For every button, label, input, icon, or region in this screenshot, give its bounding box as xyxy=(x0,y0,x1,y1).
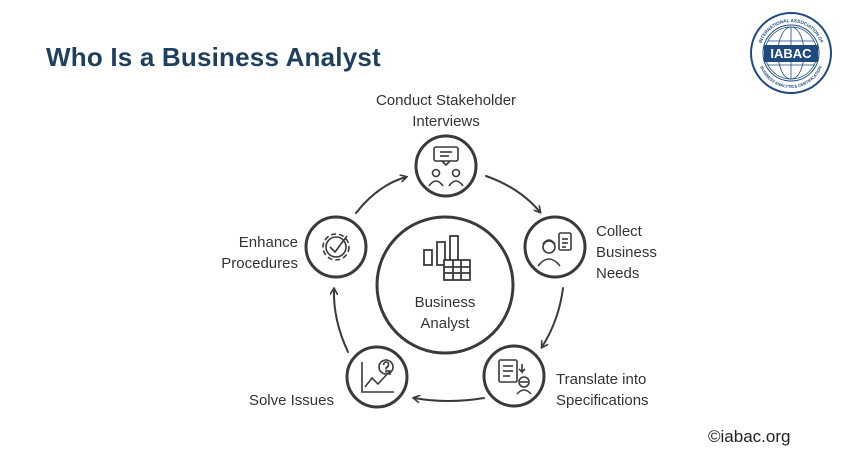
label-enhance-procedures: Enhance Procedures xyxy=(221,234,298,272)
requirements-icon xyxy=(537,232,572,267)
interview-icon xyxy=(428,146,464,187)
arrow-procedures-to-interviews xyxy=(355,177,406,214)
arrow-interviews-to-needs xyxy=(485,175,540,212)
label-solve-issues: Solve Issues xyxy=(248,392,334,409)
logo-text: IABAC xyxy=(770,46,812,61)
node-translate-specifications xyxy=(482,344,546,408)
node-conduct-interviews xyxy=(414,134,478,198)
copyright-text: ©iabac.org xyxy=(708,427,791,446)
center-label: Business Analyst xyxy=(414,294,476,332)
node-enhance-procedures xyxy=(304,215,368,279)
specification-icon xyxy=(498,359,532,395)
label-translate-specifications: Translate into Specifications xyxy=(556,371,649,409)
analytics-chart-icon xyxy=(423,235,471,281)
center-node xyxy=(375,215,515,355)
arrow-issues-to-procedures xyxy=(334,289,349,353)
label-conduct-interviews: Conduct Stakeholder Interviews xyxy=(375,92,517,130)
arrow-needs-to-specifications xyxy=(542,287,564,347)
page-title: Who Is a Business Analyst xyxy=(46,42,381,72)
label-collect-needs: Collect Business Needs xyxy=(596,223,657,282)
gear-check-icon xyxy=(322,233,350,261)
arrow-specifications-to-issues xyxy=(414,398,485,401)
node-collect-needs xyxy=(523,215,587,279)
iabac-logo: IABAC INTERNATIONAL ASSOCIATION OF BUSIN… xyxy=(750,12,832,94)
problem-solving-icon xyxy=(361,359,394,393)
node-solve-issues xyxy=(345,345,409,409)
